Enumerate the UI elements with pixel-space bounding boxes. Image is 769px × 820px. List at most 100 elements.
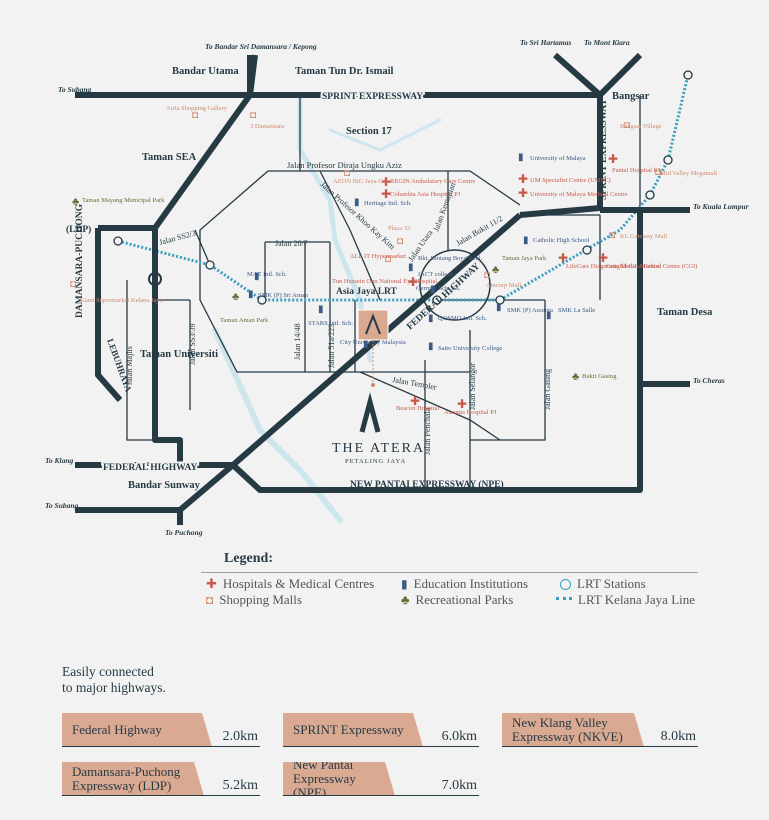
highway-sprint: SPRINT Expressway 6.0km: [283, 713, 479, 747]
road-label-ldp: (LDP): [66, 224, 91, 235]
poi-label: REGIN Ambulatory Care Centre: [390, 178, 475, 185]
legend-label: Education Institutions: [413, 576, 529, 591]
poi-label: Catholic High School: [533, 237, 590, 244]
poi-label: STARS Intl. Sch.: [308, 320, 353, 327]
poi-label: QOSMO Intl. Sch.: [438, 315, 487, 322]
poi-label: German Sch. KL: [416, 285, 460, 292]
connectivity-heading: Easily connected to major highways.: [62, 664, 222, 696]
lrt-station-label: Asia Jaya LRT: [336, 287, 398, 297]
road-label-sprint-vertical: SPRINT EXPRESSWAY: [599, 99, 609, 200]
direction-label: To Kuala Lumpur: [693, 202, 749, 211]
underline: [62, 795, 260, 796]
hospital-cross-icon: ✚: [518, 172, 528, 186]
area-label: Taman Desa: [657, 307, 713, 318]
road-label: Jalan Bukit 11/2: [455, 214, 505, 248]
area-label: Section 17: [346, 126, 392, 137]
road-label: Jalan Profesor Diraja Ungku Aziz: [287, 160, 402, 170]
dotted-line-icon: [556, 597, 572, 603]
poi-label: SMK (P) Sri Aman: [258, 292, 309, 299]
direction-label: To Klang: [45, 456, 74, 465]
legend-item-education: ▮ Education Institutions: [401, 576, 528, 592]
poi-label: Beacon Hospital: [396, 405, 439, 412]
poi-label: Assunta Hospital PJ: [444, 409, 497, 416]
direction-label: To Bandar Sri Damansara / Kepong: [205, 42, 317, 51]
legend-item-lrt-line: LRT Kelana Jaya Line: [556, 592, 695, 608]
poi-label: Taman Aman Park: [220, 317, 269, 324]
direction-label: To Subang: [58, 85, 92, 94]
book-icon: ▮: [401, 576, 408, 591]
road-label: Jalan Selangor: [468, 363, 477, 410]
legend-item-hospitals: ✚ Hospitals & Medical Centres: [206, 576, 374, 592]
tree-icon: ♣: [492, 264, 499, 276]
road-label: Jalan Penchala: [423, 407, 432, 455]
highway-name: New Pantai Expressway (NPE): [283, 762, 395, 796]
poi-label: 3 Damansara: [250, 123, 284, 130]
book-icon: ▮: [496, 302, 502, 313]
heading-line: Easily connected: [62, 664, 154, 679]
atera-location-marker: [357, 309, 389, 387]
rivers: [212, 92, 442, 523]
area-label: Taman Tun Dr. Ismail: [295, 66, 394, 77]
legend-label: Shopping Malls: [219, 592, 302, 607]
road-label: Jalan Kemajuan: [431, 181, 457, 232]
hospital-cross-icon: ✚: [381, 187, 391, 201]
heading-line: to major highways.: [62, 680, 166, 695]
legend-label: LRT Kelana Jaya Line: [578, 592, 696, 607]
lrt-stations: [113, 70, 693, 305]
poi-label: Columbia Asia Hospital PJ: [390, 191, 461, 198]
underline: [62, 746, 260, 747]
poi-label: Pantai Hospital KL: [612, 167, 662, 174]
poi-label: University of Malaya: [530, 155, 586, 162]
underline: [283, 795, 479, 796]
book-icon: ▮: [354, 197, 360, 208]
legend-item-lrt-stations: LRT Stations: [560, 576, 646, 592]
shopping-bag-icon: ◘: [624, 120, 630, 131]
road-label-npe: NEW PANTAI EXPRESSWAY (NPE): [350, 479, 504, 490]
legend-divider: [201, 572, 698, 573]
book-icon: ▮: [430, 284, 436, 295]
area-map: SPRINT EXPRESSWAY SPRINT EXPRESSWAY FEDE…: [45, 38, 749, 537]
hospital-cross-icon: ✚: [558, 251, 568, 265]
poi-label: SMK (P) Assunta: [507, 307, 553, 314]
direction-label: To Subang: [45, 501, 79, 510]
lrt-kelana-jaya-line: [117, 74, 690, 302]
poi-label: Taman Jaya Park: [502, 255, 547, 262]
book-icon: ▮: [248, 289, 254, 300]
tree-icon: ♣: [72, 196, 79, 208]
highway-distance: 5.2km: [222, 778, 258, 793]
roundabout: [419, 249, 491, 321]
underline: [502, 746, 698, 747]
highway-distance: 6.0km: [441, 729, 477, 744]
poi-label: SMK La Salle: [558, 307, 595, 314]
highway-npe: New Pantai Expressway (NPE) 7.0km: [283, 762, 479, 796]
poi-label: University of Malaya Medical Centre: [530, 191, 628, 198]
road-label: Jalan Majlis: [125, 346, 134, 385]
area-label: Taman Universiti: [140, 349, 218, 360]
highway-distance: 2.0km: [222, 729, 258, 744]
direction-label: To Cheras: [693, 376, 725, 385]
poi-label: Giant Supermarket Kelana Jaya: [80, 297, 163, 304]
poi-label: Bkt. Bintang Boys' Schl.: [418, 255, 483, 262]
area-label: Bangsar: [612, 91, 650, 102]
poi-label: Amcorp Mall: [486, 282, 521, 289]
poi-label: Heritage Intl. Sch.: [364, 200, 412, 207]
highway-federal: Federal Highway 2.0km: [62, 713, 260, 747]
poi-label: ALL IT Hypermarket: [350, 253, 406, 260]
road-label-damansara-puchong: DAMANSARA-PUCHONG: [75, 203, 85, 318]
shopping-bag-icon: ◘: [206, 592, 214, 607]
legend-label: LRT Stations: [577, 576, 646, 591]
shopping-bag-icon: ◘: [70, 279, 76, 290]
station-circle-icon: [560, 578, 571, 590]
book-icon: ▮: [428, 341, 434, 352]
book-icon: ▮: [408, 262, 414, 273]
highway-name: SPRINT Expressway: [283, 713, 423, 747]
highway-distance: 8.0km: [660, 729, 696, 744]
book-icon: ▮: [518, 152, 524, 163]
poi-label: Bangsar Village: [620, 123, 662, 130]
poi-label: MAZ Intl. Sch.: [247, 271, 287, 278]
shopping-bag-icon: ◘: [397, 236, 403, 247]
road-label-federal-left: FEDERAL HIGHWAY: [103, 463, 198, 473]
hospital-cross-icon: ✚: [598, 251, 608, 265]
road-label: Jalan 20/7: [275, 239, 308, 248]
book-icon: ▮: [546, 310, 552, 321]
